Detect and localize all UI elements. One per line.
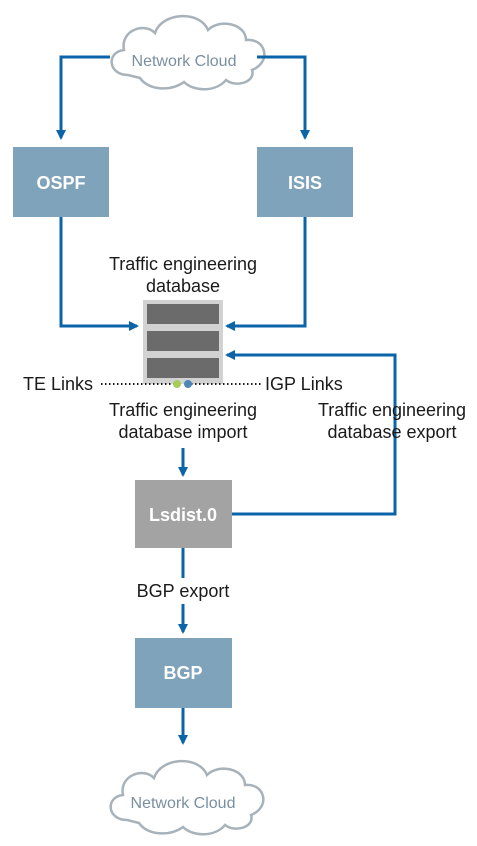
- arrows-from-top-cloud: [56, 55, 310, 140]
- ted-import-line1: Traffic engineering: [109, 400, 257, 420]
- ospf-node: OSPF: [13, 147, 109, 217]
- ted-label-line2: database: [146, 276, 220, 296]
- igp-links-label: IGP Links: [265, 374, 343, 394]
- cloud-icon: [109, 759, 265, 836]
- ted-label-line1: Traffic engineering: [109, 254, 257, 274]
- lsdist-label: Lsdist.0: [149, 505, 217, 525]
- bottom-cloud-label: Network Cloud: [131, 795, 236, 812]
- ted-import-line2: database import: [118, 422, 247, 442]
- bgp-export-label: BGP export: [137, 581, 230, 601]
- lsdist-node: Lsdist.0: [135, 480, 232, 548]
- ospf-box: [13, 147, 109, 217]
- bgp-node: BGP: [135, 638, 232, 708]
- arrow-cloud-to-isis: [257, 55, 310, 140]
- bottom-network-cloud: Network Cloud: [109, 759, 265, 836]
- ted-database-icon: [143, 300, 223, 384]
- arrow-ospf-to-ted: [59, 217, 139, 331]
- te-links-label: TE Links: [23, 374, 93, 394]
- arrow-cloud-to-ospf: [56, 55, 110, 140]
- lsdist-box: [135, 480, 232, 548]
- ospf-label: OSPF: [36, 173, 85, 193]
- arrows-into-ted: [59, 217, 397, 516]
- cloud-icon: [110, 14, 266, 91]
- top-cloud-label: Network Cloud: [132, 53, 237, 70]
- arrow-lsdist-export-to-ted: [225, 350, 397, 516]
- db-slot-2: [147, 331, 219, 351]
- te-links-dot: [173, 380, 181, 388]
- bgp-box: [135, 638, 232, 708]
- bgp-label: BGP: [163, 663, 202, 683]
- isis-label: ISIS: [288, 173, 322, 193]
- isis-box: [257, 147, 353, 217]
- db-slot-1: [147, 304, 219, 324]
- db-slot-3: [147, 358, 219, 378]
- arrow-isis-to-ted: [225, 217, 307, 331]
- isis-node: ISIS: [257, 147, 353, 217]
- ted-export-line2: database export: [327, 422, 456, 442]
- ted-export-line1: Traffic engineering: [318, 400, 466, 420]
- top-network-cloud: Network Cloud: [110, 14, 266, 91]
- igp-links-dot: [184, 380, 192, 388]
